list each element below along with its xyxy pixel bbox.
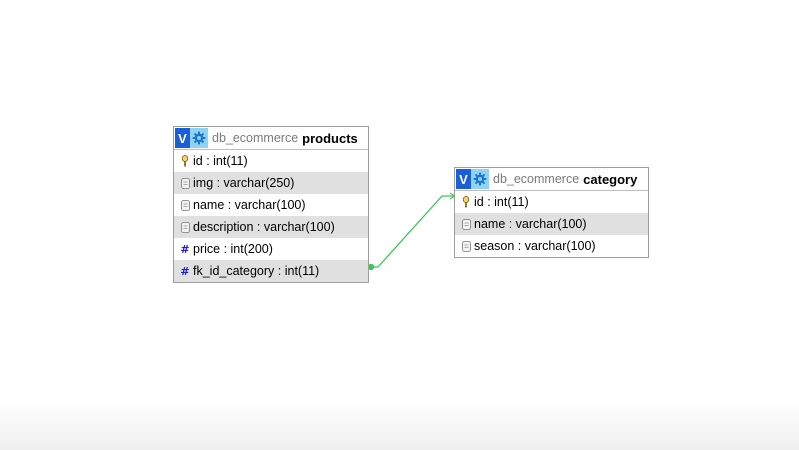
column-row-season[interactable]: season : varchar(100) <box>455 235 648 257</box>
column-row-img[interactable]: img : varchar(250) <box>174 172 368 194</box>
table-header-category[interactable]: V db_ecommerce category <box>455 168 648 191</box>
column-row-id[interactable]: id : int(11) <box>174 150 368 172</box>
column-label: season : varchar(100) <box>474 239 596 253</box>
column-label: img : varchar(250) <box>193 176 295 190</box>
relation-origin-dot <box>367 263 375 271</box>
gear-icon[interactable] <box>190 128 208 148</box>
column-row-fk-id-category[interactable]: # fk_id_category : int(11) <box>174 260 368 282</box>
column-label: id : int(11) <box>193 154 248 168</box>
bottom-shadow <box>0 400 799 450</box>
v-icon[interactable]: V <box>175 128 190 148</box>
column-row-id[interactable]: id : int(11) <box>455 191 648 213</box>
column-row-name[interactable]: name : varchar(100) <box>455 213 648 235</box>
text-column-icon <box>460 217 472 231</box>
table-header-products[interactable]: V db_ecommerce products <box>174 127 368 150</box>
relation-line-products-category[interactable] <box>371 195 454 268</box>
column-row-description[interactable]: description : varchar(100) <box>174 216 368 238</box>
primary-key-icon <box>460 195 472 209</box>
numeric-column-icon: # <box>180 242 190 256</box>
text-column-icon <box>179 198 191 212</box>
column-label: fk_id_category : int(11) <box>193 264 320 278</box>
table-name: products <box>302 130 358 146</box>
column-label: price : int(200) <box>193 242 273 256</box>
column-label: name : varchar(100) <box>474 217 587 231</box>
column-label: description : varchar(100) <box>193 220 335 234</box>
table-category[interactable]: V db_ecommerce category id : int(11) nam… <box>454 167 649 258</box>
text-column-icon <box>179 176 191 190</box>
text-column-icon <box>179 220 191 234</box>
column-row-name[interactable]: name : varchar(100) <box>174 194 368 216</box>
text-column-icon <box>460 239 472 253</box>
numeric-column-icon: # <box>180 264 190 278</box>
primary-key-icon <box>179 154 191 168</box>
column-label: id : int(11) <box>474 195 529 209</box>
column-label: name : varchar(100) <box>193 198 306 212</box>
gear-icon[interactable] <box>471 169 489 189</box>
table-name: category <box>583 171 638 187</box>
v-icon[interactable]: V <box>456 169 471 189</box>
table-db-name: db_ecommerce <box>493 172 580 186</box>
table-db-name: db_ecommerce <box>212 131 299 145</box>
column-row-price[interactable]: # price : int(200) <box>174 238 368 260</box>
table-products[interactable]: V db_ecommerce products id : int(11) img… <box>173 126 369 283</box>
